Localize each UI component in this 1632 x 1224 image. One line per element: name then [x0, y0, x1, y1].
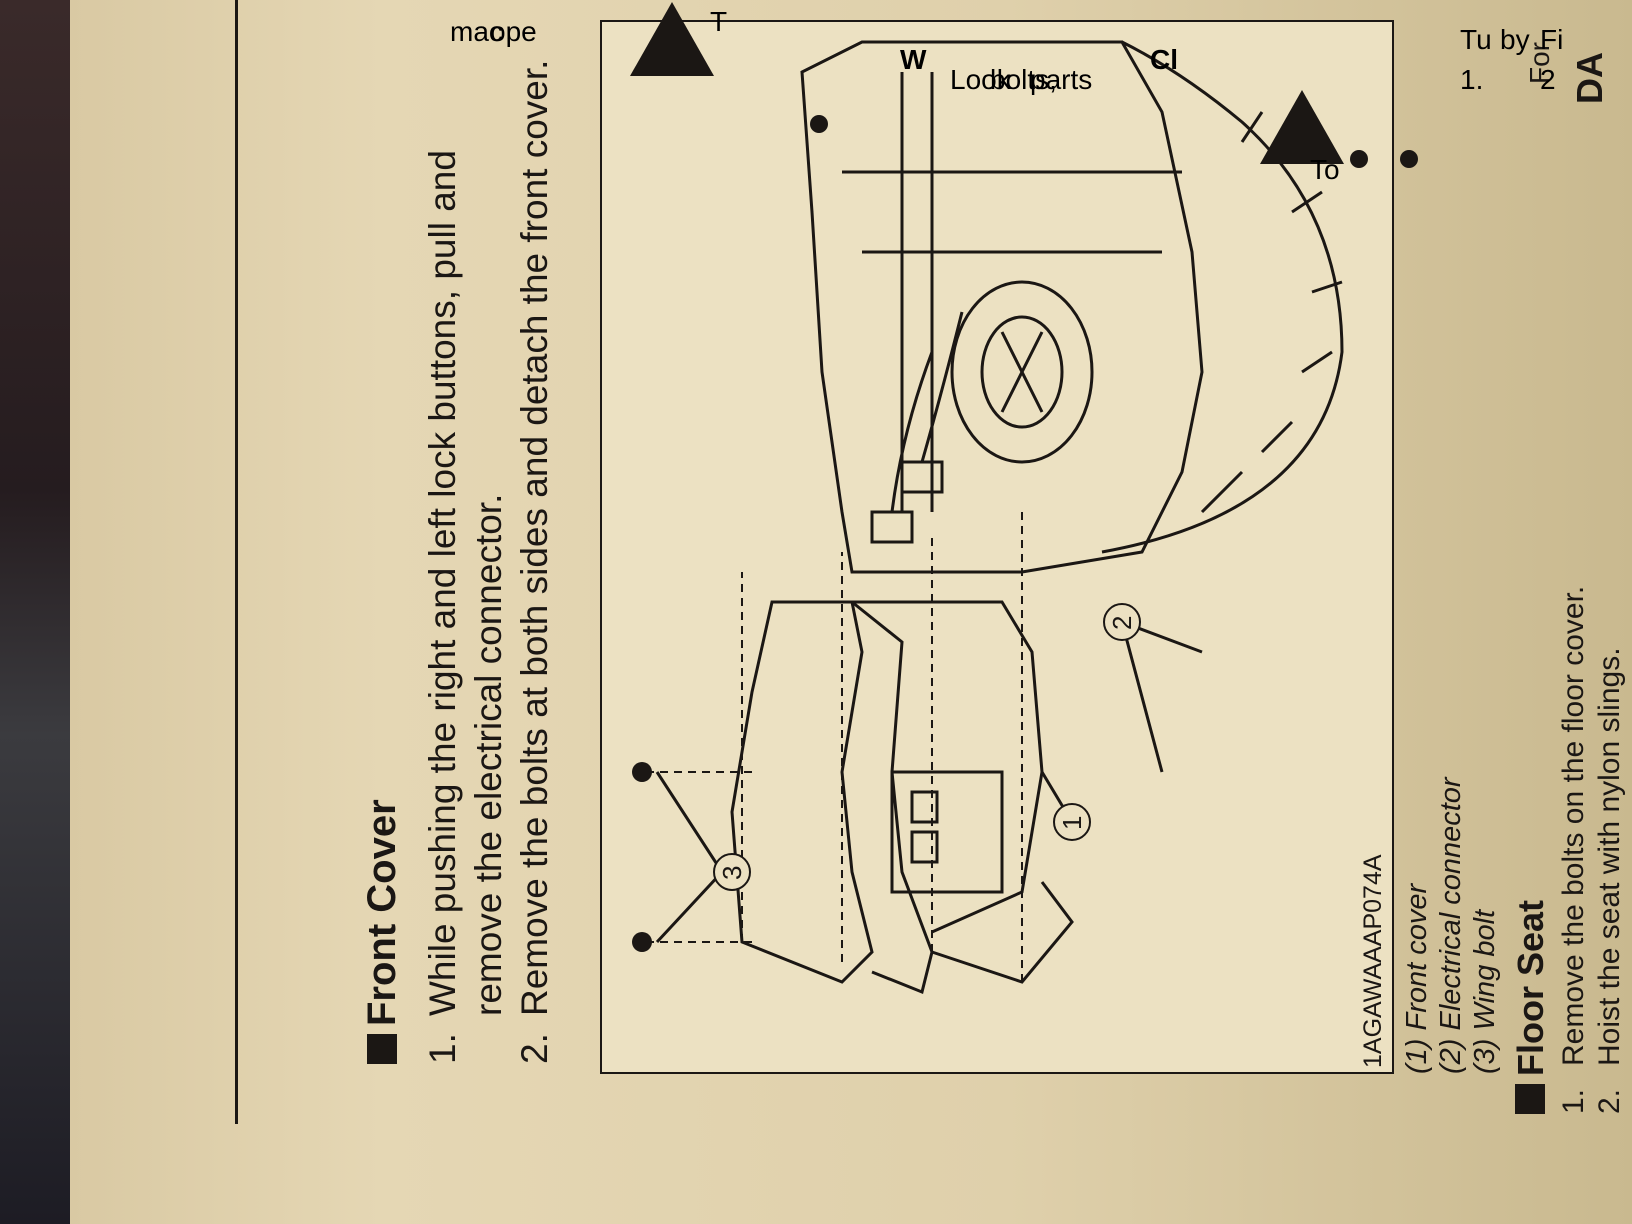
- front-cover-illustration: 3 1 2: [632, 40, 1344, 995]
- warning-icon: [1260, 90, 1344, 164]
- front-cover-steps: 1. While pushing the right and left lock…: [420, 24, 558, 1064]
- manual-page: Front Cover 1. While pushing the right a…: [70, 0, 1632, 1224]
- section-heading-floor-seat: Floor Seat: [1510, 900, 1552, 1114]
- step-fragment: by: [1500, 24, 1530, 55]
- callout-1: 1: [1057, 816, 1087, 830]
- heading-text: Front Cover: [360, 799, 404, 1026]
- step-text: Remove the bolts at both sides and detac…: [514, 59, 555, 1016]
- step-number: 1.: [1557, 1088, 1590, 1114]
- page-content: Front Cover 1. While pushing the right a…: [70, 0, 1632, 1224]
- figure-front-cover: 3 1 2 1AGAWAAAP074A: [600, 20, 1394, 1074]
- legend-item: (2) Electrical connector: [1435, 777, 1467, 1074]
- bullet-dot: [1350, 150, 1368, 168]
- callout-3: 3: [717, 866, 747, 880]
- fragment-line: bolts,: [990, 64, 1057, 95]
- legend-item: (1) Front cover: [1401, 883, 1433, 1074]
- step-row: 1. While pushing the right and left lock…: [420, 24, 512, 1064]
- step-fragment: 2: [1540, 64, 1556, 95]
- step-number: 1.: [422, 1033, 463, 1064]
- wing-bolt: [632, 762, 652, 782]
- warning-text-fragment: To: [1310, 154, 1340, 185]
- step-fragment: Tu: [1460, 24, 1492, 55]
- step-number: 2.: [514, 1033, 555, 1064]
- fragment-line: mac: [450, 16, 503, 47]
- heading-square-marker: [367, 1034, 397, 1064]
- section-divider: [235, 0, 238, 1124]
- figure-code: 1AGAWAAAP074A: [1359, 854, 1387, 1068]
- figure-legend: (1) Front cover (2) Electrical connector…: [1400, 777, 1502, 1074]
- wing-bolt: [632, 932, 652, 952]
- fragment-line: ope: [490, 16, 537, 47]
- front-cover-shape: [730, 600, 874, 984]
- electrical-connector: [870, 510, 914, 544]
- floor-seat-steps: 1. Remove the bolts on the floor cover.: [1556, 414, 1592, 1114]
- warning-icon: [630, 2, 714, 76]
- callout-2: 2: [1107, 616, 1137, 630]
- step-row: 1. Remove the bolts on the floor cover.: [1556, 414, 1592, 1114]
- fragment-heading-cl: Cl: [1150, 44, 1178, 75]
- heading-text: Floor Seat: [1510, 899, 1551, 1076]
- air-cleaner: [950, 280, 1094, 464]
- heading-square-marker: [1515, 1084, 1545, 1114]
- warning-text-fragment: T: [710, 6, 728, 37]
- fragment-line: parts: [1030, 64, 1093, 95]
- fragment-line: Look: [950, 64, 1011, 95]
- fragment-heading-w: W: [900, 44, 927, 75]
- tractor-body: [800, 40, 1204, 574]
- front-cover-panel: [890, 770, 1004, 894]
- front-wheel: [1101, 40, 1344, 554]
- bullet-dot: [1400, 150, 1418, 168]
- step-fragment: Fi: [1540, 24, 1564, 55]
- step-row: 2. Remove the bolts at both sides and de…: [512, 24, 558, 1064]
- legend-item: (3) Wing bolt: [1469, 909, 1501, 1074]
- step-fragment: 1.: [1460, 64, 1484, 95]
- step-text: Remove the bolts on the floor cover.: [1557, 585, 1590, 1066]
- section-heading-front-cover: Front Cover: [360, 799, 405, 1064]
- bullet-dot: [810, 115, 828, 133]
- step-text: While pushing the right and left lock bu…: [422, 150, 509, 1016]
- electrical-connector: [900, 460, 944, 494]
